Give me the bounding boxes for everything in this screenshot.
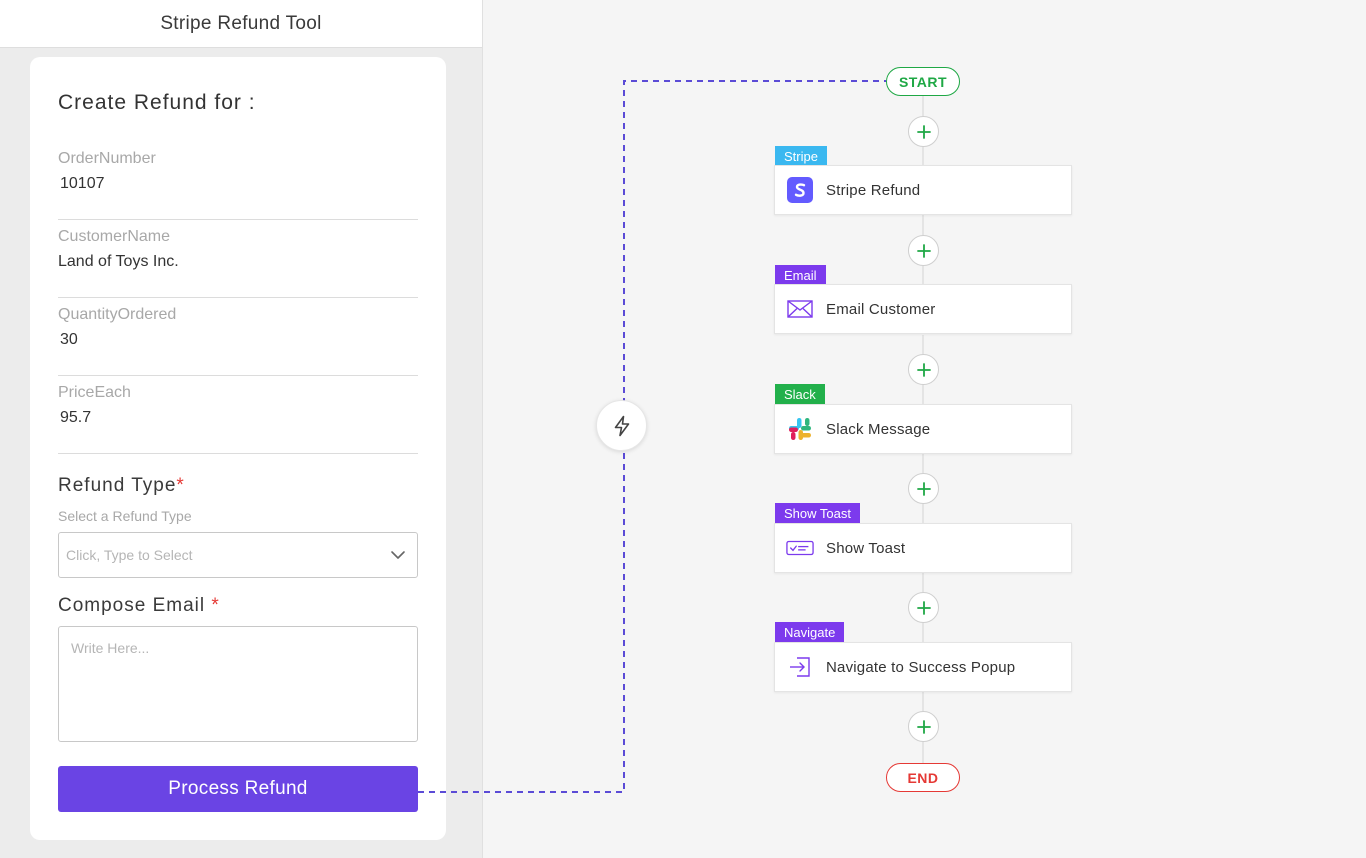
add-step-button[interactable] — [908, 592, 939, 623]
chevron-down-icon — [391, 551, 405, 559]
field-label: QuantityOrdered — [58, 306, 177, 323]
step-label: Stripe Refund — [826, 181, 921, 199]
end-node: END — [886, 763, 960, 792]
refund-type-select[interactable]: Click, Type to Select — [58, 532, 418, 578]
step-slack-message[interactable]: Slack Message — [774, 404, 1072, 454]
add-step-button[interactable] — [908, 711, 939, 742]
step-label: Show Toast — [826, 539, 906, 557]
step-tag-show-toast: Show Toast — [775, 503, 860, 523]
step-email-customer[interactable]: Email Customer — [774, 284, 1072, 334]
lightning-bolt-icon — [614, 415, 629, 436]
step-show-toast[interactable]: Show Toast — [774, 523, 1072, 573]
panel-title: Stripe Refund Tool — [0, 0, 482, 48]
trigger-node[interactable] — [596, 400, 647, 451]
stripe-icon — [786, 176, 814, 204]
field-customer-name: CustomerName Land of Toys Inc. — [58, 228, 418, 298]
plus-icon — [916, 481, 931, 496]
slack-icon — [786, 415, 814, 443]
left-panel: Stripe Refund Tool Create Refund for : O… — [0, 0, 483, 858]
compose-email-label: Compose Email * — [58, 595, 220, 617]
field-value: Land of Toys Inc. — [58, 253, 179, 270]
refund-type-label-text: Refund Type — [58, 475, 177, 496]
required-mark: * — [211, 595, 220, 616]
add-step-button[interactable] — [908, 354, 939, 385]
add-step-button[interactable] — [908, 116, 939, 147]
add-step-button[interactable] — [908, 235, 939, 266]
form-heading: Create Refund for : — [58, 91, 256, 114]
step-label: Slack Message — [826, 420, 931, 438]
refund-type-label: Refund Type* — [58, 475, 185, 497]
field-value: 30 — [60, 331, 78, 348]
field-label: CustomerName — [58, 228, 171, 245]
field-order-number: OrderNumber 10107 — [58, 150, 418, 220]
step-label: Navigate to Success Popup — [826, 658, 1016, 676]
field-value: 95.7 — [60, 409, 92, 426]
plus-icon — [916, 362, 931, 377]
step-label: Email Customer — [826, 300, 936, 318]
plus-icon — [916, 600, 931, 615]
required-mark: * — [176, 475, 185, 496]
plus-icon — [916, 719, 931, 734]
step-tag-email: Email — [775, 265, 826, 285]
refund-form-card: Create Refund for : OrderNumber 10107 Cu… — [30, 57, 446, 840]
plus-icon — [916, 124, 931, 139]
field-label: PriceEach — [58, 384, 131, 401]
step-navigate-success-popup[interactable]: Navigate to Success Popup — [774, 642, 1072, 692]
step-tag-slack: Slack — [775, 384, 825, 404]
add-step-button[interactable] — [908, 473, 939, 504]
field-quantity-ordered: QuantityOrdered 30 — [58, 306, 418, 376]
field-label: OrderNumber — [58, 150, 156, 167]
compose-email-label-text: Compose Email — [58, 595, 206, 616]
start-node: START — [886, 67, 960, 96]
select-placeholder: Click, Type to Select — [66, 547, 193, 563]
step-stripe-refund[interactable]: Stripe Refund — [774, 165, 1072, 215]
plus-icon — [916, 243, 931, 258]
field-price-each: PriceEach 95.7 — [58, 384, 418, 454]
process-refund-button[interactable]: Process Refund — [58, 766, 418, 812]
compose-email-textarea[interactable] — [58, 626, 418, 742]
toast-icon — [786, 534, 814, 562]
field-value: 10107 — [60, 175, 105, 192]
step-tag-stripe: Stripe — [775, 146, 827, 166]
refund-type-sublabel: Select a Refund Type — [58, 508, 192, 524]
envelope-icon — [786, 295, 814, 323]
step-tag-navigate: Navigate — [775, 622, 845, 642]
navigate-icon — [786, 653, 814, 681]
